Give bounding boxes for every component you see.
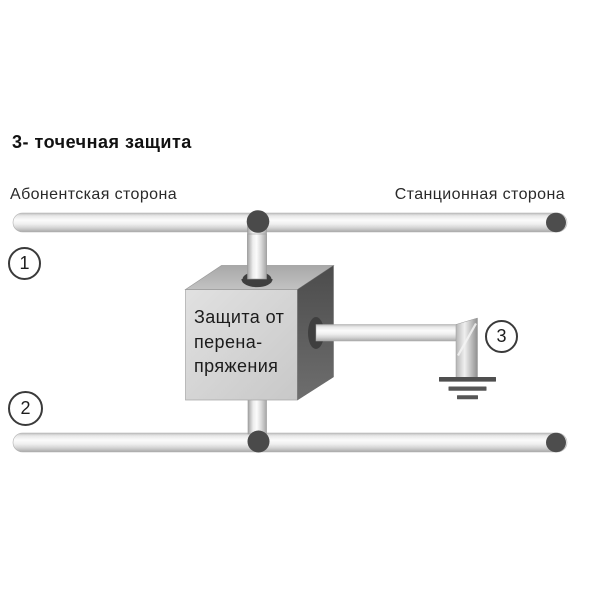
ground-bar-1 xyxy=(439,377,496,382)
ground-bar-2 xyxy=(448,386,487,391)
wire-bottom xyxy=(12,432,568,453)
junction-dot-top xyxy=(246,210,270,233)
drop-pipe-top-stub xyxy=(247,233,267,280)
ground-pipe-horizontal xyxy=(315,324,463,342)
ground-symbol-icon xyxy=(439,377,496,400)
ground-bar-3 xyxy=(457,395,478,400)
wire-top xyxy=(12,212,568,233)
label-station-side: Станционная сторона xyxy=(394,186,565,203)
label-subscriber-side: Абонентская сторона xyxy=(10,186,177,203)
drop-pipe-bottom xyxy=(247,395,267,435)
surge-protector-label-line3: пряжения xyxy=(194,356,279,376)
pipe-entry-hole-rim xyxy=(241,278,273,288)
diagram-title: 3- точечная защита xyxy=(12,132,192,152)
marker-point-3: 3 xyxy=(485,320,518,353)
surge-protector-label-line2: перена- xyxy=(194,331,263,352)
marker-point-2: 2 xyxy=(8,391,43,426)
marker-point-1: 1 xyxy=(8,247,41,280)
junction-dot-bottom xyxy=(247,430,270,453)
wire-bottom-endcap xyxy=(546,432,566,453)
surge-protector-label-line1: Защита от xyxy=(194,307,285,327)
elbow-seam-highlight xyxy=(457,322,477,357)
surge-protector-label: Защита от перена- пряжения xyxy=(194,305,284,379)
wire-top-endcap xyxy=(546,212,566,233)
